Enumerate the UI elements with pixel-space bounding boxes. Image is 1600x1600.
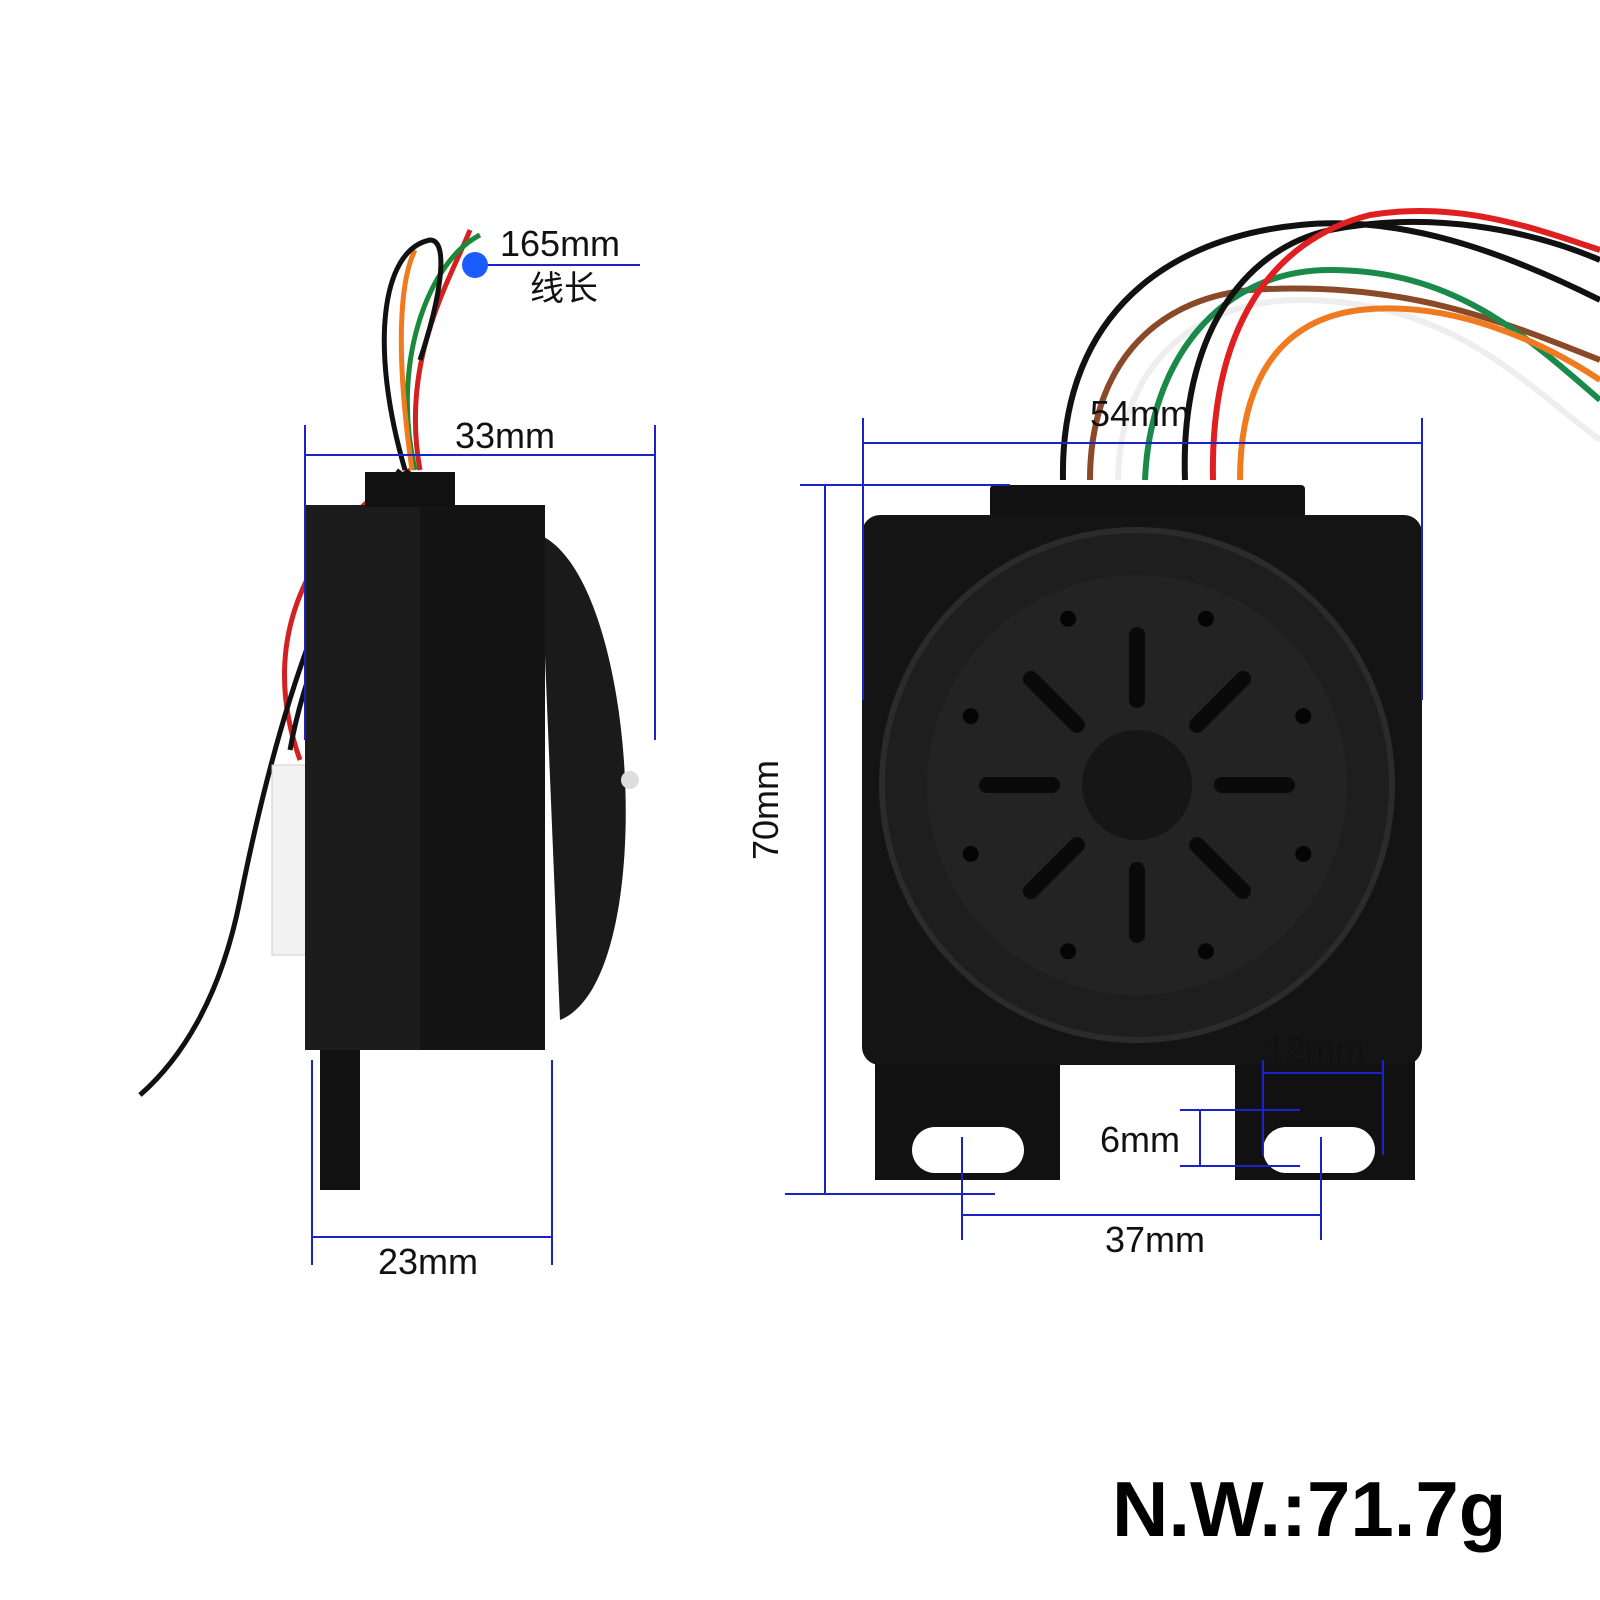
speaker-grille-holes xyxy=(962,610,1312,960)
slot-width-label: 6mm xyxy=(1100,1119,1180,1160)
grille-slot xyxy=(1022,837,1085,900)
grille-hole xyxy=(1060,943,1077,960)
grille-hole xyxy=(1197,943,1214,960)
net-weight-label: N.W.:71.7g xyxy=(1112,1465,1507,1553)
grille-hole xyxy=(1197,610,1214,627)
front-view-wires xyxy=(1059,207,1600,481)
grille-hole xyxy=(1295,845,1312,862)
grille-hole xyxy=(1060,610,1077,627)
grille-slot xyxy=(1189,670,1252,733)
front-view-body xyxy=(862,485,1422,1180)
wire-length-label: 165mm xyxy=(500,223,621,264)
dimension-lines xyxy=(304,264,1423,1265)
grille-slot xyxy=(1022,670,1085,733)
grille-slot xyxy=(1189,837,1252,900)
wire-length-marker xyxy=(462,252,488,278)
grille-hole xyxy=(962,845,979,862)
body-depth-label: 23mm xyxy=(378,1241,479,1282)
grille-hole xyxy=(962,708,979,725)
height-label: 70mm xyxy=(745,759,786,860)
hole-spacing-label: 37mm xyxy=(1105,1219,1206,1260)
total-depth-label: 33mm xyxy=(455,415,556,456)
grille-hole xyxy=(1295,708,1312,725)
wire-length-caption: 线长 xyxy=(530,270,598,308)
slot-length-label: 12mm xyxy=(1265,1029,1366,1070)
width-label: 54mm xyxy=(1090,393,1191,434)
side-view-body xyxy=(305,472,639,1190)
